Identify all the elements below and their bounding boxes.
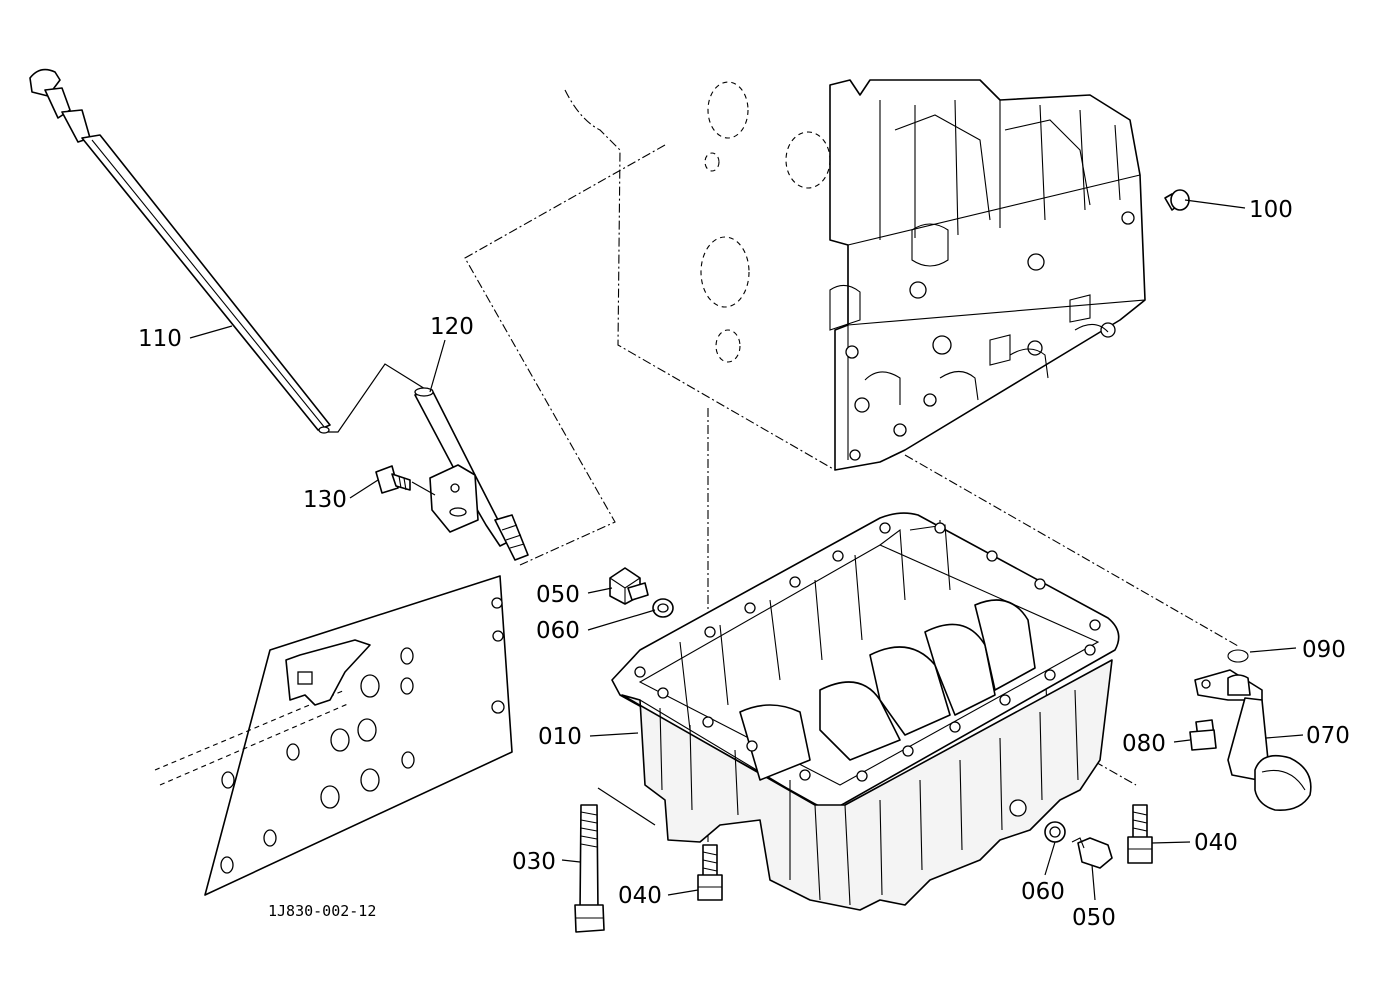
bolt-040-right [1127, 804, 1153, 864]
label-010: 010 [538, 724, 582, 750]
dipstick [29, 68, 331, 434]
label-050-right: 050 [1072, 905, 1116, 931]
long-bolt-030 [574, 804, 605, 933]
label-060-left: 060 [536, 618, 580, 644]
label-070: 070 [1306, 723, 1350, 749]
oil-pan [611, 512, 1120, 911]
washer-060-right [1044, 821, 1066, 843]
drain-plug-050-left [609, 567, 649, 605]
dipstick-guide [414, 387, 529, 561]
o-ring-090 [1227, 649, 1249, 663]
label-040-right: 040 [1194, 830, 1238, 856]
leader-lines [189, 199, 1304, 901]
bolt-040-center [697, 844, 723, 901]
label-060-right: 060 [1021, 879, 1065, 905]
label-030: 030 [512, 849, 556, 875]
bolt-130 [375, 465, 411, 494]
label-080: 080 [1122, 731, 1166, 757]
label-130: 130 [303, 487, 347, 513]
side-plate [154, 575, 513, 896]
engine-block [564, 79, 1146, 471]
washer-060-left [652, 598, 674, 618]
callout-labels: 100 110 120 130 050 060 010 030 040 060 … [138, 197, 1350, 931]
drawing-code: 1J830-002-12 [268, 902, 376, 920]
label-050-left: 050 [536, 582, 580, 608]
drain-plug-050-right [1071, 837, 1113, 869]
label-040-center: 040 [618, 883, 662, 909]
label-100: 100 [1249, 197, 1293, 223]
label-120: 120 [430, 314, 474, 340]
label-110: 110 [138, 326, 182, 352]
label-090: 090 [1302, 637, 1346, 663]
bolt-080 [1189, 719, 1217, 751]
oil-strainer-070 [1194, 669, 1312, 812]
